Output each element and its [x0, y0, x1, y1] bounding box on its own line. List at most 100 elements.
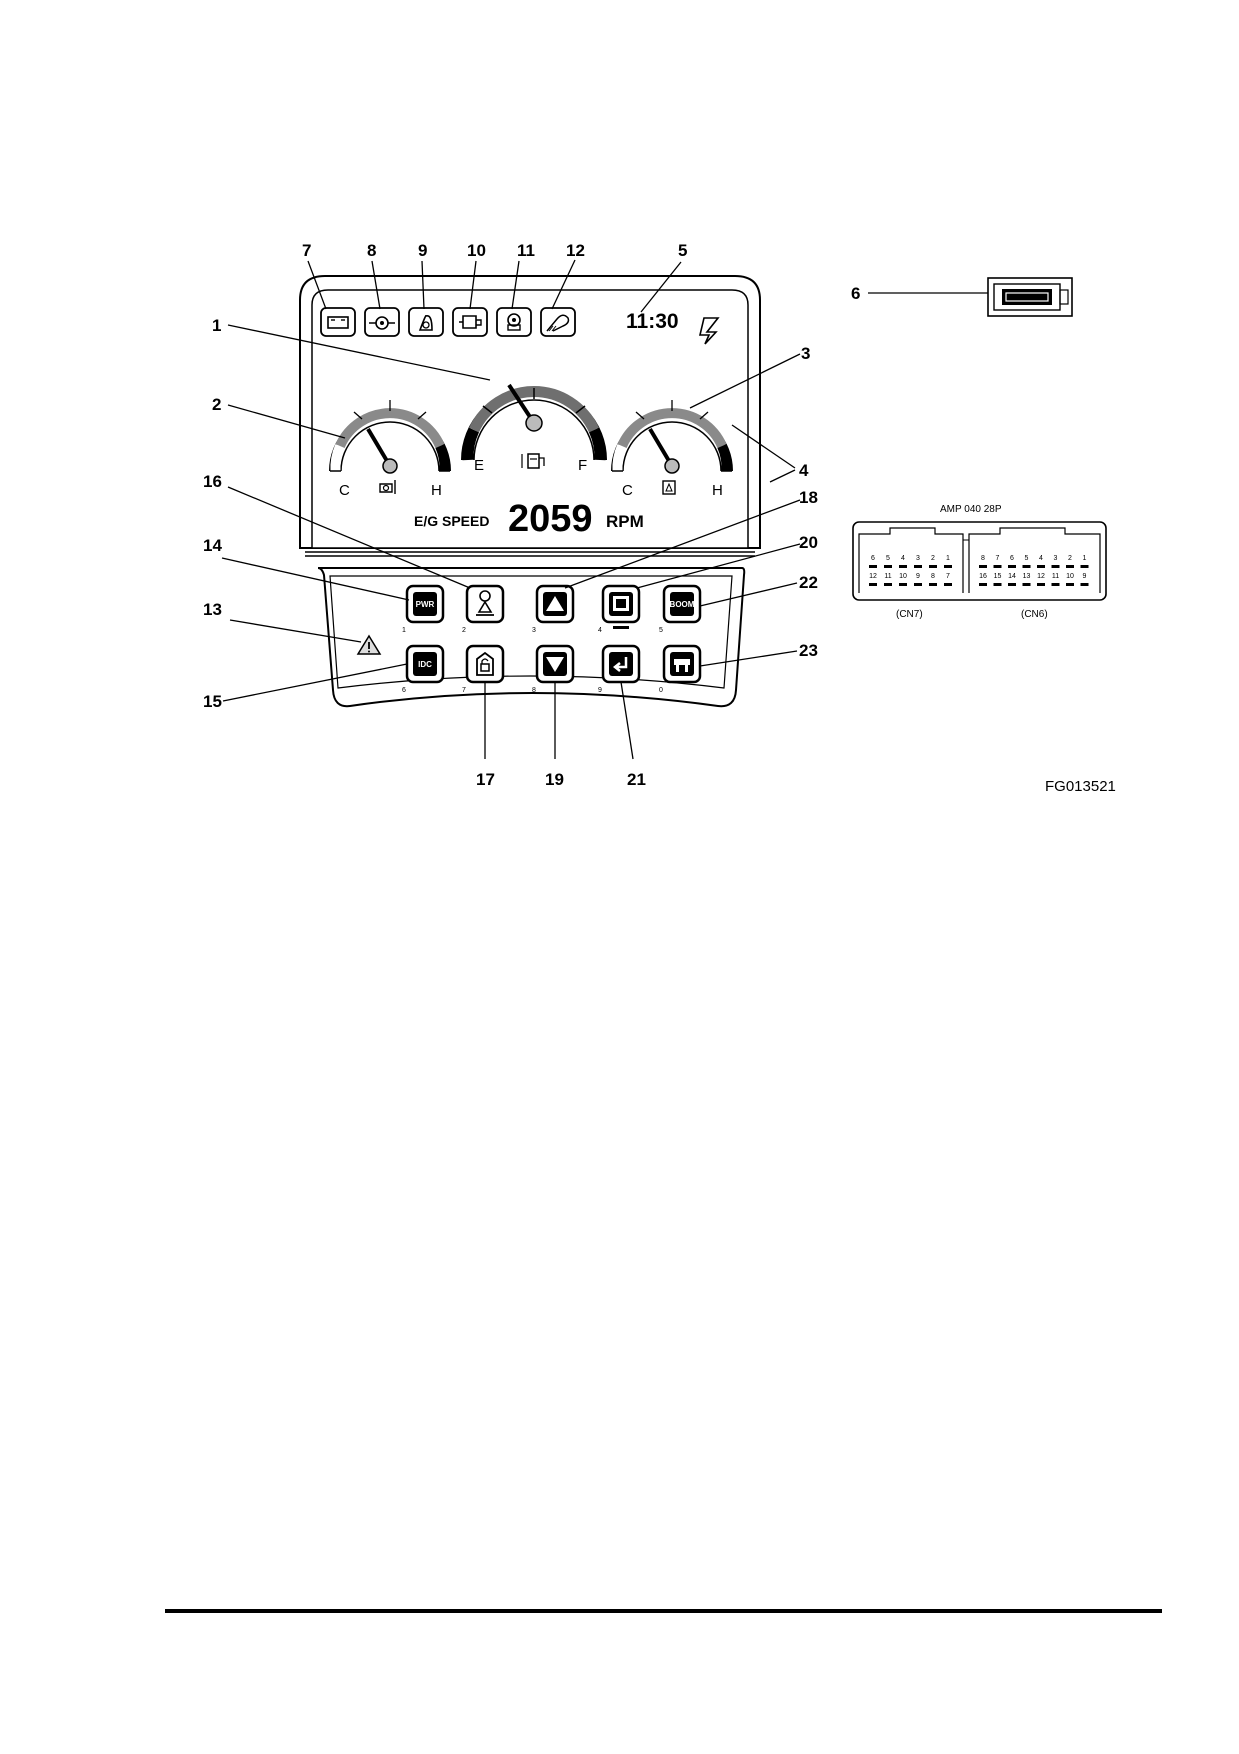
connector-pin-pad — [1008, 565, 1016, 568]
connector-pin-number: 2 — [1068, 555, 1072, 562]
connector-pin-number: 5 — [1025, 555, 1029, 562]
engine-speed-label: E/G SPEED — [414, 513, 489, 529]
connector-pin-pad — [1037, 583, 1045, 586]
connector-pin-pad — [979, 565, 987, 568]
connector-pin-pad — [1051, 565, 1060, 568]
cn6-label: (CN6) — [1021, 609, 1048, 620]
connector-pin-pad — [944, 565, 952, 568]
callout-11: 11 — [517, 241, 535, 260]
key-number-7: 7 — [462, 687, 466, 694]
engine-speed-unit: RPM — [606, 512, 644, 531]
callout-17: 17 — [476, 770, 495, 789]
key-number-2: 2 — [462, 627, 466, 634]
auto-idle-label: IDC — [418, 660, 432, 669]
enter-button[interactable]: 9 — [598, 644, 641, 694]
connector-pin-pad — [869, 583, 877, 586]
callout-18: 18 — [799, 488, 818, 507]
lock-icon — [476, 651, 494, 676]
connector-pin-number: 12 — [1037, 573, 1045, 580]
flash-icon — [698, 317, 720, 345]
connector-pin-pad — [993, 565, 1002, 568]
connector-pin-pad — [914, 565, 922, 568]
callout-4a: 4 — [799, 461, 809, 480]
warning-lamp-icon — [356, 634, 382, 655]
fuel-gauge-low: E — [474, 457, 484, 474]
hydraulic-gauge-high: H — [712, 482, 723, 499]
callout-22: 22 — [799, 573, 818, 592]
callout-numbers: 1 2 3 4 5 6 7 8 9 10 11 12 13 14 15 16 1… — [203, 241, 860, 789]
travel-speed-button[interactable]: 0 — [659, 644, 702, 694]
connector-pin-number: 11 — [884, 573, 891, 580]
work-mode-icon — [476, 590, 494, 616]
display-select-button[interactable]: 4 — [598, 584, 641, 634]
callout-3: 3 — [801, 344, 810, 363]
callout-14: 14 — [203, 536, 222, 555]
hydraulic-oil-icon — [662, 480, 676, 495]
connector-pin-number: 4 — [901, 555, 905, 562]
key-number-9: 9 — [598, 687, 602, 694]
travel-speed-icon — [674, 659, 690, 672]
callout-1: 1 — [212, 316, 221, 335]
connector-pin-pad — [1022, 565, 1031, 568]
connector-pin-number: 11 — [1052, 573, 1059, 580]
enter-icon — [612, 657, 628, 672]
connector-pin-pad — [979, 583, 987, 586]
callout-5: 5 — [678, 241, 687, 260]
connector-pin-number: 2 — [931, 555, 935, 562]
key-number-4: 4 — [598, 627, 602, 634]
connector-pin-pad — [993, 583, 1002, 586]
up-arrow-icon — [546, 596, 564, 611]
connector-pin-number: 14 — [1008, 573, 1016, 580]
connector-pin-number: 9 — [1083, 573, 1087, 580]
connector-pin-number: 8 — [981, 555, 985, 562]
fuel-pump-icon — [521, 453, 545, 469]
connector-pin-pad — [944, 583, 952, 586]
up-arrow-button[interactable]: 3 — [532, 584, 575, 634]
coolant-temp-gauge: C H — [329, 400, 451, 499]
connector-pin-number: 15 — [994, 573, 1002, 580]
connector-pin-pad — [1080, 565, 1089, 568]
work-mode-button[interactable]: 2 — [462, 584, 505, 634]
indicator-air-filter-icon — [452, 307, 488, 337]
down-arrow-icon — [546, 657, 564, 672]
callout-16: 16 — [203, 472, 222, 491]
key-number-6: 6 — [402, 687, 406, 694]
callout-15: 15 — [203, 692, 222, 711]
connector-pin-pad — [899, 583, 907, 586]
connector-pin-number: 1 — [1083, 555, 1087, 562]
connector-pin-number: 6 — [871, 555, 875, 562]
connector-pin-number: 10 — [1066, 573, 1074, 580]
amp-connector-title: AMP 040 28P — [940, 504, 1002, 515]
coolant-gauge-high: H — [431, 482, 442, 499]
key-number-8: 8 — [532, 687, 536, 694]
clock-display: 11:30 — [626, 310, 679, 333]
connector-pin-pad — [1051, 583, 1060, 586]
connector-pin-pad — [899, 565, 907, 568]
fuel-gauge: E F — [461, 383, 607, 474]
boom-priority-button[interactable]: BOOM 5 — [659, 584, 702, 634]
connector-pin-number: 7 — [946, 573, 950, 580]
usb-connector — [987, 277, 1073, 317]
indicator-oil-pressure-icon — [364, 307, 400, 337]
fuel-gauge-high: F — [578, 457, 587, 474]
leader-lines — [221, 259, 988, 760]
auto-idle-button[interactable]: IDC 6 — [402, 644, 445, 694]
engine-speed-value: 2059 — [508, 498, 593, 540]
callout-12: 12 — [566, 241, 585, 260]
connector-pin-number: 4 — [1039, 555, 1043, 562]
connector-pin-number: 5 — [886, 555, 890, 562]
figure-code: FG013521 — [1045, 778, 1116, 795]
power-mode-button[interactable]: PWR 1 — [402, 584, 445, 634]
connector-pin-number: 9 — [916, 573, 920, 580]
hydraulic-oil-temp-gauge: C H — [611, 400, 733, 499]
connector-pin-number: 16 — [979, 573, 987, 580]
connector-pin-pad — [929, 565, 937, 568]
connector-pin-pad — [1008, 583, 1016, 586]
power-mode-label: PWR — [416, 600, 435, 609]
indicator-battery-icon — [320, 307, 356, 337]
connector-pin-number: 3 — [1054, 555, 1058, 562]
connector-pin-pad — [1080, 583, 1089, 586]
